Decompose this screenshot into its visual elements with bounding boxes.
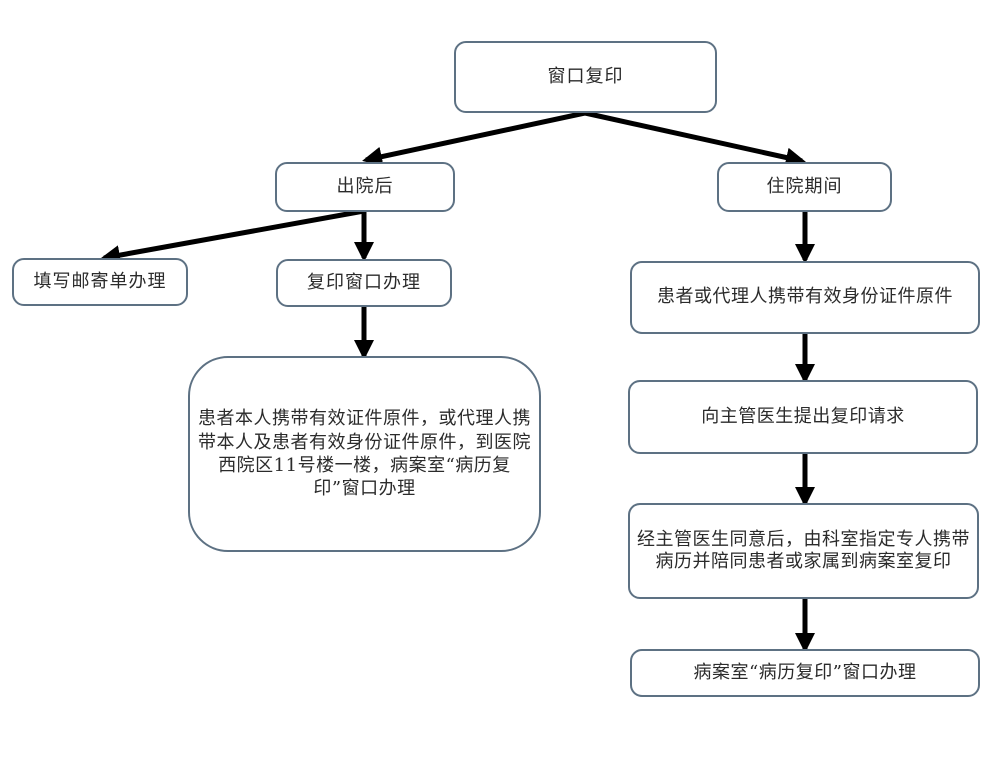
node-record-room-window-label: 病案室“病历复印”窗口办理 <box>693 661 917 683</box>
node-mail-form-label: 填写邮寄单办理 <box>33 270 167 292</box>
node-root: 窗口复印 <box>454 41 717 113</box>
node-mail-form: 填写邮寄单办理 <box>12 258 188 306</box>
node-record-room-window: 病案室“病历复印”窗口办理 <box>630 649 980 697</box>
node-root-label: 窗口复印 <box>547 65 624 87</box>
node-after-discharge: 出院后 <box>275 162 455 212</box>
node-after-discharge-detail-label: 患者本人携带有效证件原件，或代理人携带本人及患者有效身份证件原件，到医院西院区1… <box>198 408 531 500</box>
node-request-doctor-label: 向主管医生提出复印请求 <box>701 405 905 427</box>
node-request-doctor: 向主管医生提出复印请求 <box>628 380 978 454</box>
arrow-root-to-after-discharge <box>362 110 586 167</box>
node-copy-window: 复印窗口办理 <box>276 259 452 307</box>
node-bring-id-label: 患者或代理人携带有效身份证件原件 <box>657 286 953 308</box>
node-after-discharge-detail: 患者本人携带有效证件原件，或代理人携带本人及患者有效身份证件原件，到医院西院区1… <box>188 356 541 552</box>
node-during-hospitalization-label: 住院期间 <box>766 175 843 197</box>
node-doctor-approval-label: 经主管医生同意后，由科室指定专人携带病历并陪同患者或家属到病案室复印 <box>637 528 970 573</box>
arrow-root-to-during-hospitalization <box>584 110 806 168</box>
node-bring-id: 患者或代理人携带有效身份证件原件 <box>630 261 980 334</box>
arrow-after-discharge-to-mail-form <box>100 208 365 265</box>
node-during-hospitalization: 住院期间 <box>717 162 892 212</box>
node-after-discharge-label: 出院后 <box>336 175 394 197</box>
node-doctor-approval: 经主管医生同意后，由科室指定专人携带病历并陪同患者或家属到病案室复印 <box>628 503 979 599</box>
node-copy-window-label: 复印窗口办理 <box>307 271 421 293</box>
